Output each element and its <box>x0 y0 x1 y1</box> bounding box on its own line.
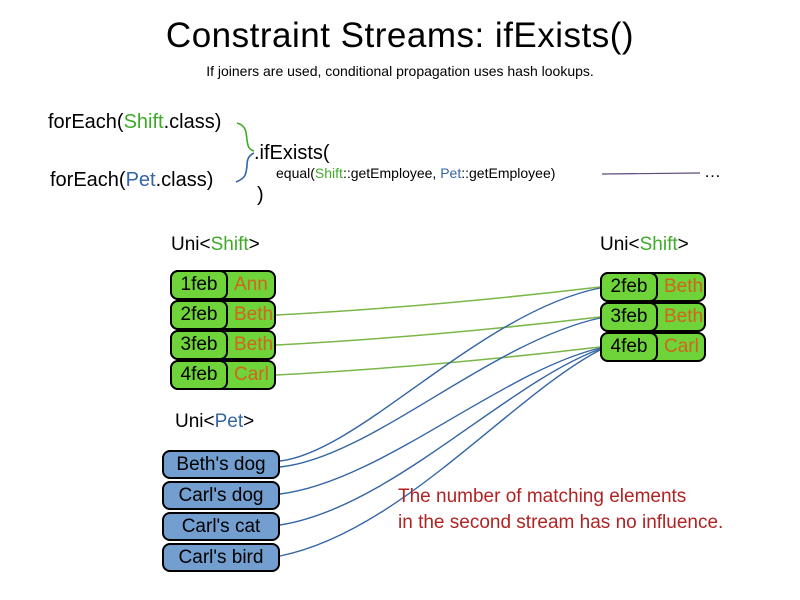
shift-name-cell: Ann <box>234 274 268 295</box>
shift-date-cell: 4feb <box>170 360 228 390</box>
code-foreach-shift-suffix: .class) <box>163 111 222 133</box>
brace-top-green <box>236 122 255 152</box>
left-shift-row-2feb: 2feb Beth <box>170 300 276 330</box>
code-equal-shift-type: Shift <box>314 165 343 181</box>
code-foreach-shift: forEach(Shift.class) <box>48 111 221 134</box>
shift-name-cell: Carl <box>664 336 699 357</box>
code-equal-pet-type: Pet <box>440 165 462 181</box>
right-shift-label-prefix: Uni< <box>600 234 640 255</box>
connector-blue-bethsdog-3feb <box>279 317 601 468</box>
left-shift-row-1feb: 1feb Ann <box>170 270 276 300</box>
shift-name-cell: Carl <box>234 364 269 385</box>
continuation-line <box>601 172 701 175</box>
pet-label-type: Pet <box>214 411 244 432</box>
code-equal-mid2: ::getEmployee) <box>461 165 556 181</box>
code-foreach-shift-prefix: forEach( <box>48 111 124 133</box>
right-shift-row-2feb: 2feb Beth <box>600 272 706 302</box>
code-continuation-ellipsis: … <box>704 162 721 181</box>
pet-label-suffix: > <box>243 411 255 432</box>
code-shift-type: Shift <box>123 111 164 133</box>
shift-date-cell: 2feb <box>600 272 658 302</box>
brace-bottom-blue <box>235 152 255 183</box>
pet-row-carls-cat: Carl's cat <box>162 512 280 541</box>
shift-name-cell: Beth <box>664 306 704 327</box>
shift-name-cell: Beth <box>234 334 274 355</box>
slide-title: Constraint Streams: ifExists() <box>165 16 635 55</box>
code-equal-mid1: ::getEmployee, <box>342 165 441 181</box>
code-foreach-pet: forEach(Pet.class) <box>50 169 213 192</box>
pet-row-carls-dog: Carl's dog <box>162 481 280 510</box>
connector-green-3feb <box>275 316 601 346</box>
shift-date-cell: 2feb <box>170 300 228 330</box>
code-equal-joiner: equal(Shift::getEmployee, Pet::getEmploy… <box>276 165 555 181</box>
shift-name-cell: Beth <box>234 304 274 325</box>
right-shift-label-type: Shift <box>639 234 678 255</box>
shift-date-cell: 4feb <box>600 332 658 362</box>
code-foreach-pet-prefix: forEach( <box>50 169 126 191</box>
note-line-2: in the second stream has no influence. <box>398 512 724 533</box>
code-equal-prefix: equal( <box>276 165 315 181</box>
pet-label-prefix: Uni< <box>175 411 215 432</box>
slide-subtitle: If joiners are used, conditional propaga… <box>206 63 594 79</box>
shift-date-cell: 1feb <box>170 270 228 300</box>
left-shift-stream-label: Uni<Shift> <box>171 234 260 256</box>
code-pet-type: Pet <box>125 169 156 191</box>
right-shift-stream-label: Uni<Shift> <box>600 234 689 256</box>
left-shift-row-4feb: 4feb Carl <box>170 360 276 390</box>
note-line-1: The number of matching elements <box>398 486 687 507</box>
left-shift-row-3feb: 3feb Beth <box>170 330 276 360</box>
connector-green-2feb <box>275 286 601 316</box>
right-shift-label-suffix: > <box>677 234 689 255</box>
pet-stream-label: Uni<Pet> <box>175 411 254 433</box>
pet-row-carls-bird: Carl's bird <box>162 543 280 572</box>
left-shift-label-suffix: > <box>248 234 260 255</box>
code-ifexists: .ifExists( <box>254 142 330 164</box>
shift-date-cell: 3feb <box>600 302 658 332</box>
code-foreach-pet-suffix: .class) <box>155 169 214 191</box>
left-shift-label-type: Shift <box>210 234 249 255</box>
shift-name-cell: Beth <box>664 276 704 297</box>
right-shift-row-4feb: 4feb Carl <box>600 332 706 362</box>
shift-date-cell: 3feb <box>170 330 228 360</box>
connector-blue-carlsdog-4feb <box>279 347 601 495</box>
pet-row-beths-dog: Beth's dog <box>162 450 280 479</box>
note-text: The number of matching elements in the s… <box>398 484 723 536</box>
connector-green-4feb <box>275 346 601 376</box>
left-shift-label-prefix: Uni< <box>171 234 211 255</box>
right-shift-row-3feb: 3feb Beth <box>600 302 706 332</box>
connector-blue-bethsdog-2feb <box>279 287 601 462</box>
code-close-paren: ) <box>257 184 264 206</box>
